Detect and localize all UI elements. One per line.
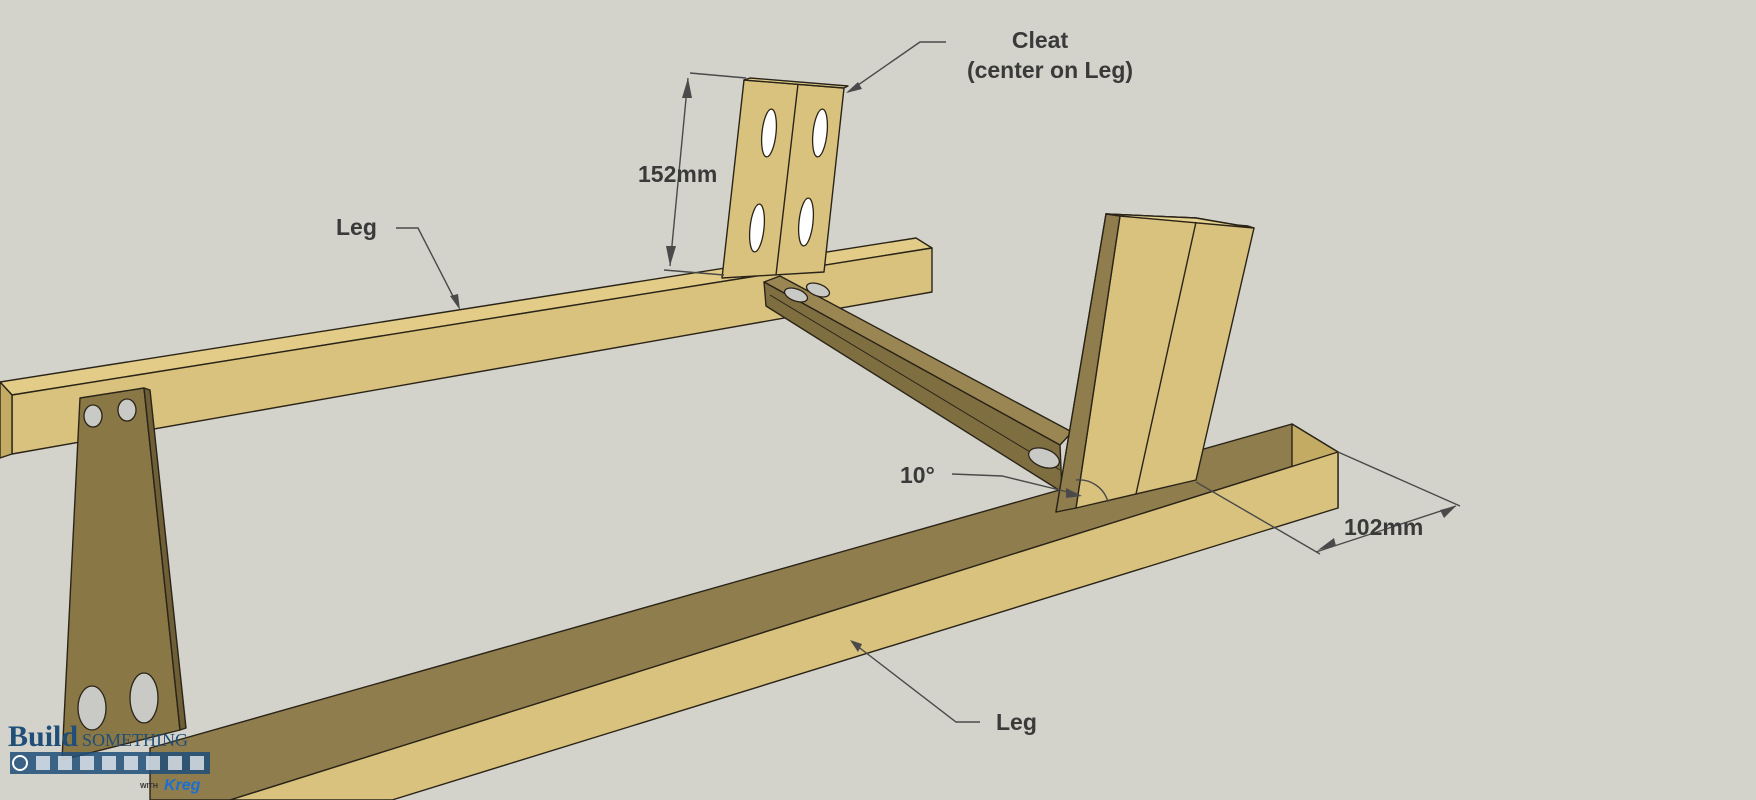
leg-top-label: Leg: [336, 214, 377, 240]
cleat-top: [721, 77, 849, 279]
leg-bottom-callout: Leg: [850, 640, 1037, 735]
leg-top: [0, 237, 933, 459]
dimension-width-label: 102mm: [1344, 514, 1423, 540]
cleat-bottom: [1055, 213, 1255, 513]
cleat-label-line1: Cleat: [1012, 27, 1069, 53]
dimension-height-label: 152mm: [638, 161, 717, 187]
angle-label: 10°: [900, 462, 935, 488]
dimension-height: 152mm: [638, 72, 747, 276]
logo-with: WITH: [140, 783, 158, 790]
cleat-callout: Cleat (center on Leg): [846, 27, 1133, 93]
leg-bottom: [149, 423, 1339, 800]
logo-brand-build: Build: [8, 720, 78, 753]
cleat-label-line2: (center on Leg): [967, 57, 1133, 83]
logo-brand-something: SOMETHING: [82, 730, 188, 750]
leg-top-callout: Leg: [336, 214, 460, 310]
diagonal-brace: [763, 275, 1073, 493]
dimension-width: 102mm: [1195, 451, 1461, 555]
logo-partner: Kreg: [164, 777, 201, 794]
buildsomething-logo: Build SOMETHING WITH Kreg: [8, 720, 210, 794]
angle-callout: 10°: [900, 462, 1109, 503]
gusset-plate: [61, 387, 187, 761]
leg-bottom-label: Leg: [996, 709, 1037, 735]
logo-tool-icons: [10, 752, 210, 774]
